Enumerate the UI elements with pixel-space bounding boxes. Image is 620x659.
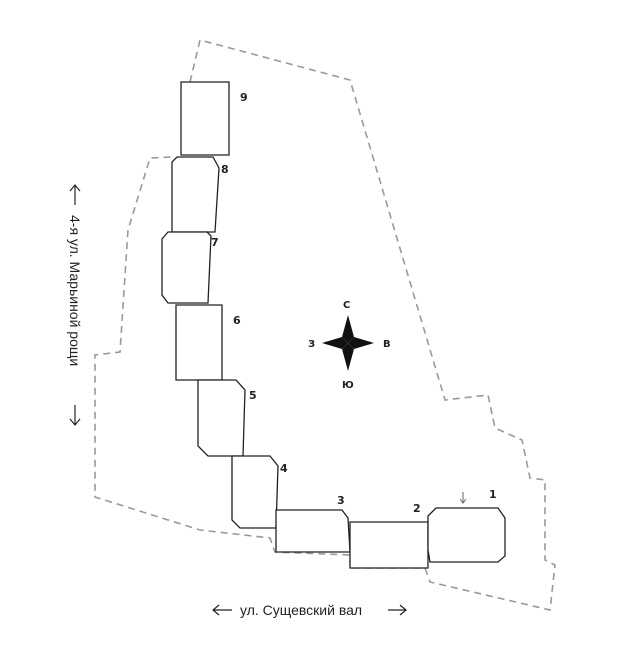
left-arrow-icon: [212, 604, 232, 616]
street-label-maryina-roshcha: 4-я ул. Марьиной рощи: [67, 215, 83, 366]
building-8: [171, 156, 220, 233]
building-7: [161, 231, 212, 304]
compass-east-label: В: [383, 339, 391, 350]
building-6: [175, 304, 223, 381]
building-1: [427, 507, 506, 563]
street-label-sushchevsky-val: ул. Сущевский вал: [240, 602, 362, 618]
building-number-2: 2: [413, 502, 421, 515]
building-number-5: 5: [249, 389, 257, 402]
building-number-6: 6: [233, 314, 241, 327]
compass-west-label: З: [308, 339, 315, 350]
right-arrow-icon: [388, 604, 407, 616]
site-boundary: [94, 39, 556, 611]
building-number-1: 1: [489, 488, 497, 501]
compass-south-label: Ю: [342, 380, 354, 391]
compass-north-label: С: [343, 300, 350, 311]
building-number-9: 9: [240, 91, 248, 104]
building-number-4: 4: [280, 462, 288, 475]
building-9: [180, 81, 230, 156]
building-number-8: 8: [221, 163, 229, 176]
building-2: [349, 521, 429, 569]
building-number-3: 3: [337, 494, 345, 507]
building-number-7: 7: [211, 236, 219, 249]
building-5: [197, 379, 246, 457]
compass-rose-icon: [322, 315, 374, 371]
entrance-arrow-icon: [459, 492, 467, 504]
building-3: [275, 509, 351, 553]
building-4: [231, 455, 279, 529]
up-arrow-icon: [69, 184, 81, 205]
down-arrow-icon: [69, 405, 81, 426]
